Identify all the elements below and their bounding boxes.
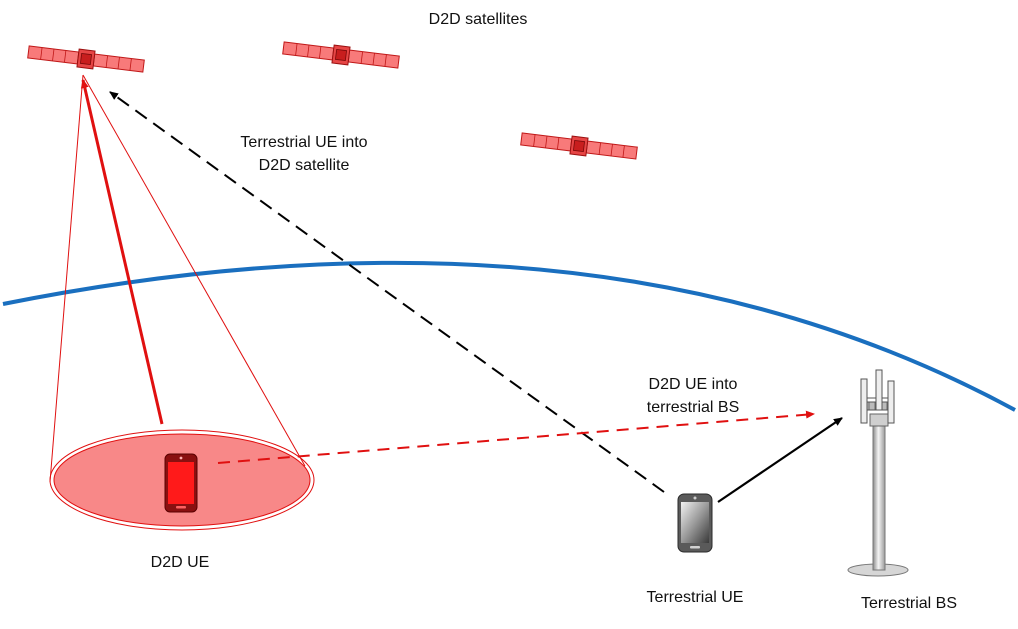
- d2d-ue-label: D2D UE: [151, 554, 210, 571]
- d2d-to-bs-label-line1: D2D UE into: [649, 376, 738, 393]
- d2d-ue-to-terrestrial-bs-interference-arrow: [217, 410, 815, 464]
- terrestrial-bs-label: Terrestrial BS: [861, 595, 957, 612]
- ue-to-satellite-label-line2: D2D satellite: [259, 157, 350, 174]
- cell-tower-icon: [847, 369, 909, 577]
- satellite-beam-cone: [49, 74, 306, 483]
- terrestrial-ue-label: Terrestrial UE: [647, 589, 744, 606]
- terrestrial-ue-to-satellite-interference-arrow: [109, 91, 665, 493]
- terrestrial-link-arrow: [717, 417, 843, 503]
- satellite-icon: [519, 129, 639, 163]
- ue-to-satellite-label-line1: Terrestrial UE into: [240, 134, 367, 151]
- satellite-icon: [26, 42, 146, 76]
- smartphone-icon: [164, 453, 198, 513]
- satellites-title: D2D satellites: [429, 11, 528, 28]
- earth-horizon-curve: [2, 260, 1016, 412]
- satellite-icon: [281, 38, 401, 72]
- d2d-to-bs-label-line2: terrestrial BS: [647, 399, 739, 416]
- d2d-uplink-arrow: [80, 79, 164, 425]
- smartphone-icon: [677, 493, 713, 553]
